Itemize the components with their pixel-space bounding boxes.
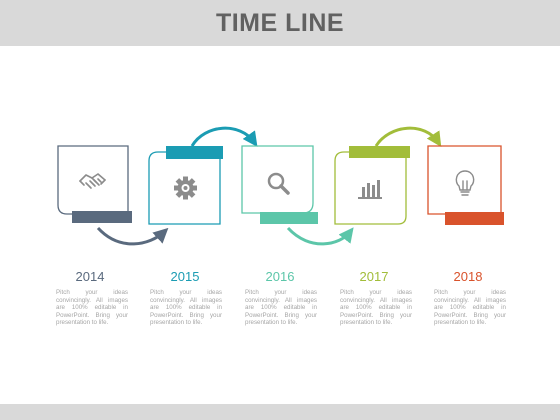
year-label-2018: 2018 bbox=[453, 269, 483, 284]
lightbulb-icon bbox=[455, 170, 475, 196]
step-label-bar-5 bbox=[445, 212, 504, 225]
connector-arrow-3 bbox=[286, 226, 354, 246]
step-label-bar-4 bbox=[349, 146, 410, 158]
step-description-2016: Pitch your ideas convincingly. All image… bbox=[245, 289, 317, 327]
step-frame-2 bbox=[148, 151, 221, 225]
step-frame-4 bbox=[334, 151, 407, 225]
handshake-icon bbox=[79, 173, 106, 189]
bar-chart-icon bbox=[358, 180, 382, 199]
step-frame-5 bbox=[427, 145, 502, 215]
connector-arrow-1 bbox=[96, 226, 169, 246]
step-frame-3 bbox=[241, 145, 314, 214]
footer-bar bbox=[0, 404, 560, 420]
step-label-bar-1 bbox=[72, 211, 132, 223]
step-description-2014: Pitch your ideas convincingly. All image… bbox=[56, 289, 128, 327]
connector-arrow-4 bbox=[374, 126, 442, 148]
gear-icon bbox=[174, 176, 197, 200]
step-description-2015: Pitch your ideas convincingly. All image… bbox=[150, 289, 222, 327]
step-description-2017: Pitch your ideas convincingly. All image… bbox=[340, 289, 412, 327]
connector-arrow-2 bbox=[190, 126, 258, 147]
year-label-2017: 2017 bbox=[359, 269, 389, 284]
magnifier-icon bbox=[267, 172, 290, 195]
year-label-2015: 2015 bbox=[170, 269, 200, 284]
step-description-2018: Pitch your ideas convincingly. All image… bbox=[434, 289, 506, 327]
year-label-2014: 2014 bbox=[75, 269, 105, 284]
slide-title: TIME LINE bbox=[215, 9, 345, 37]
step-label-bar-3 bbox=[260, 212, 318, 224]
title-bar bbox=[0, 0, 560, 46]
step-label-bar-2 bbox=[166, 146, 223, 159]
year-label-2016: 2016 bbox=[265, 269, 295, 284]
